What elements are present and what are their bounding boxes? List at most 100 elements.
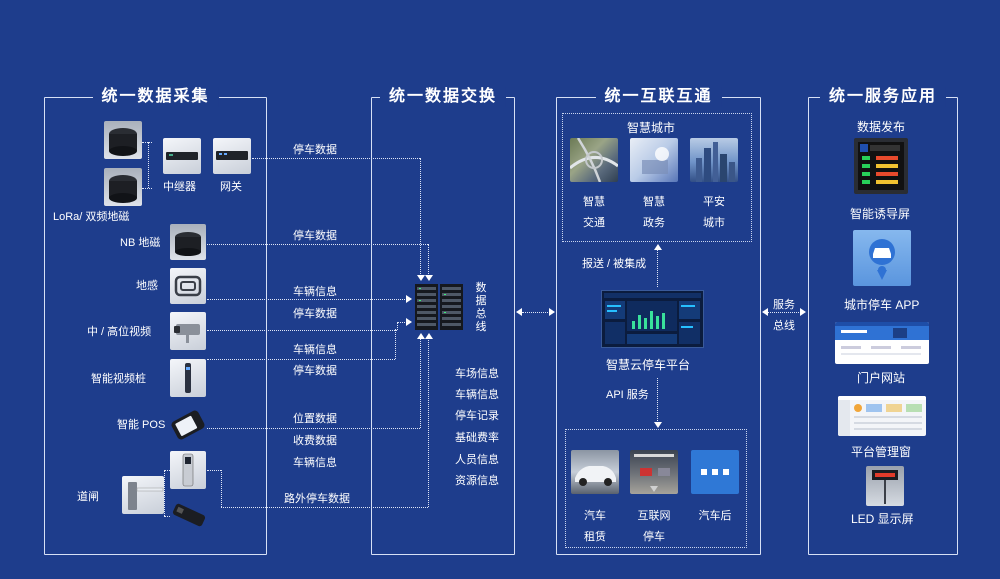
- service-bus-label-1: 服务: [773, 299, 795, 311]
- guidance-screen-label: 智能诱导屏: [850, 207, 911, 221]
- panel-data-exchange: 统一数据交换: [371, 87, 515, 555]
- admin-window-image: [838, 396, 926, 436]
- flow-vehicle-info-2: 车辆信息: [293, 344, 337, 356]
- car-icon: [575, 466, 616, 486]
- loop-label: 地感: [136, 280, 158, 292]
- smart-traffic-image: [569, 137, 619, 183]
- bus-char-4: 线: [475, 321, 487, 333]
- nb-sensor: [170, 224, 206, 260]
- flow-offstreet-parking-data: 路外停车数据: [284, 493, 350, 505]
- service-bus-label-2: 总线: [773, 320, 795, 332]
- flow-parking-data-1: 停车数据: [293, 144, 337, 156]
- pos-icon: [171, 410, 205, 440]
- smart-government-image: [630, 138, 678, 182]
- flow-parking-data-2: 停车数据: [293, 230, 337, 242]
- panel-title-exchange: 统一数据交换: [379, 87, 507, 107]
- gateway-label: 网关: [220, 181, 242, 193]
- flow-parking-data-3: 停车数据: [293, 308, 337, 320]
- partner-apps-box: [565, 429, 747, 548]
- repeater-device: [163, 138, 201, 174]
- led-display-image: [866, 466, 904, 506]
- data-bus-server: [414, 283, 464, 331]
- car-rental-image: [571, 450, 619, 494]
- parking-app-label: 城市停车 APP: [844, 298, 920, 312]
- gate-scanner: [170, 497, 208, 533]
- geomagnetic-icon: [109, 175, 137, 203]
- smart-traffic-label: 智慧 交通: [583, 196, 605, 229]
- data-bus-label: 数 据 总 线: [474, 282, 488, 334]
- camera-icon: [174, 324, 200, 343]
- repeater-label: 中继器: [163, 181, 196, 193]
- bus-char-1: 数: [475, 282, 487, 294]
- barrier-gate-icon: [128, 482, 164, 510]
- scanner-icon: [172, 503, 206, 527]
- city-skyline-icon: [696, 142, 735, 182]
- video-camera: [170, 312, 206, 350]
- video-label: 中 / 高位视频: [87, 326, 152, 338]
- gateway-device: [213, 138, 251, 174]
- geomagnetic-sensor-bottom: [104, 168, 142, 206]
- internet-parking-image: [630, 450, 678, 494]
- portal-website-icon: [835, 322, 929, 355]
- pos-label: 智能 POS: [117, 419, 166, 431]
- safe-city-image: [690, 138, 738, 182]
- portal-website-image: [835, 322, 929, 364]
- repeater-icon: [166, 152, 198, 160]
- panel-service-application: 统一服务应用: [808, 87, 958, 555]
- led-display-label: LED 显示屏: [851, 512, 914, 526]
- flow-parking-data-4: 停车数据: [293, 365, 337, 377]
- nb-geomagnetic-icon: [175, 232, 201, 256]
- bus-item-rates: 基础费率: [455, 432, 499, 444]
- smart-government-label: 智慧 政务: [643, 196, 665, 229]
- led-display-icon: [872, 470, 898, 504]
- pos-terminal: [168, 407, 208, 443]
- admin-dashboard-icon: [838, 396, 926, 436]
- video-pile: [170, 359, 206, 397]
- dashboard-icon: [604, 293, 701, 344]
- loop-sensor: [170, 268, 206, 304]
- flow-fee-data: 收费数据: [293, 435, 337, 447]
- garage-icon: [634, 454, 674, 492]
- safe-city-label: 平安 城市: [703, 196, 725, 229]
- panel-title-interconnect: 统一互联互通: [595, 87, 722, 107]
- cloud-parking-platform-screen: [601, 290, 704, 348]
- after-market-image: [691, 450, 739, 494]
- lora-label: LoRa/ 双频地磁: [53, 211, 130, 223]
- bus-char-3: 总: [475, 308, 487, 320]
- bus-item-personnel: 人员信息: [455, 454, 499, 466]
- more-dots-icon: [701, 469, 729, 475]
- flow-location-data: 位置数据: [293, 413, 337, 425]
- flow-vehicle-info-3: 车辆信息: [293, 457, 337, 469]
- geomagnetic-icon: [109, 128, 137, 156]
- bus-item-records: 停车记录: [455, 410, 499, 422]
- guidance-screen-icon: [858, 142, 904, 190]
- gate-label: 道闸: [77, 491, 99, 503]
- admin-window-label: 平台管理窗: [851, 445, 912, 459]
- pillar-icon: [182, 453, 194, 487]
- government-icon: [642, 147, 669, 174]
- nb-label: NB 地磁: [120, 237, 161, 249]
- car-rental-label: 汽车 租赁: [584, 510, 606, 543]
- bus-item-parking-lot: 车场信息: [455, 368, 499, 380]
- loop-icon: [174, 275, 202, 297]
- api-service-label: API 服务: [606, 389, 649, 401]
- pile-label: 智能视频桩: [91, 373, 146, 385]
- panel-data-collection: 统一数据采集: [44, 87, 267, 555]
- portal-website-label: 门户网站: [857, 371, 906, 385]
- data-publish-label: 数据发布: [857, 120, 906, 134]
- parking-app-icon: [869, 239, 895, 280]
- report-integrate-label: 报送 / 被集成: [582, 258, 647, 270]
- smart-city-box: [562, 113, 752, 242]
- bus-item-vehicle: 车辆信息: [455, 389, 499, 401]
- traffic-interchange-icon: [569, 137, 619, 183]
- gateway-icon: [216, 151, 248, 160]
- pile-icon: [185, 363, 191, 393]
- guidance-screen-image: [854, 138, 908, 194]
- gate-camera-pillar: [170, 451, 206, 489]
- cloud-parking-platform-label: 智慧云停车平台: [606, 358, 691, 372]
- panel-title-service: 统一服务应用: [819, 87, 947, 107]
- bus-char-2: 据: [475, 295, 487, 307]
- panel-title-collection: 统一数据采集: [92, 87, 219, 107]
- internet-parking-label: 互联网 停车: [637, 510, 671, 543]
- panel-interconnect: 统一互联互通: [556, 87, 761, 555]
